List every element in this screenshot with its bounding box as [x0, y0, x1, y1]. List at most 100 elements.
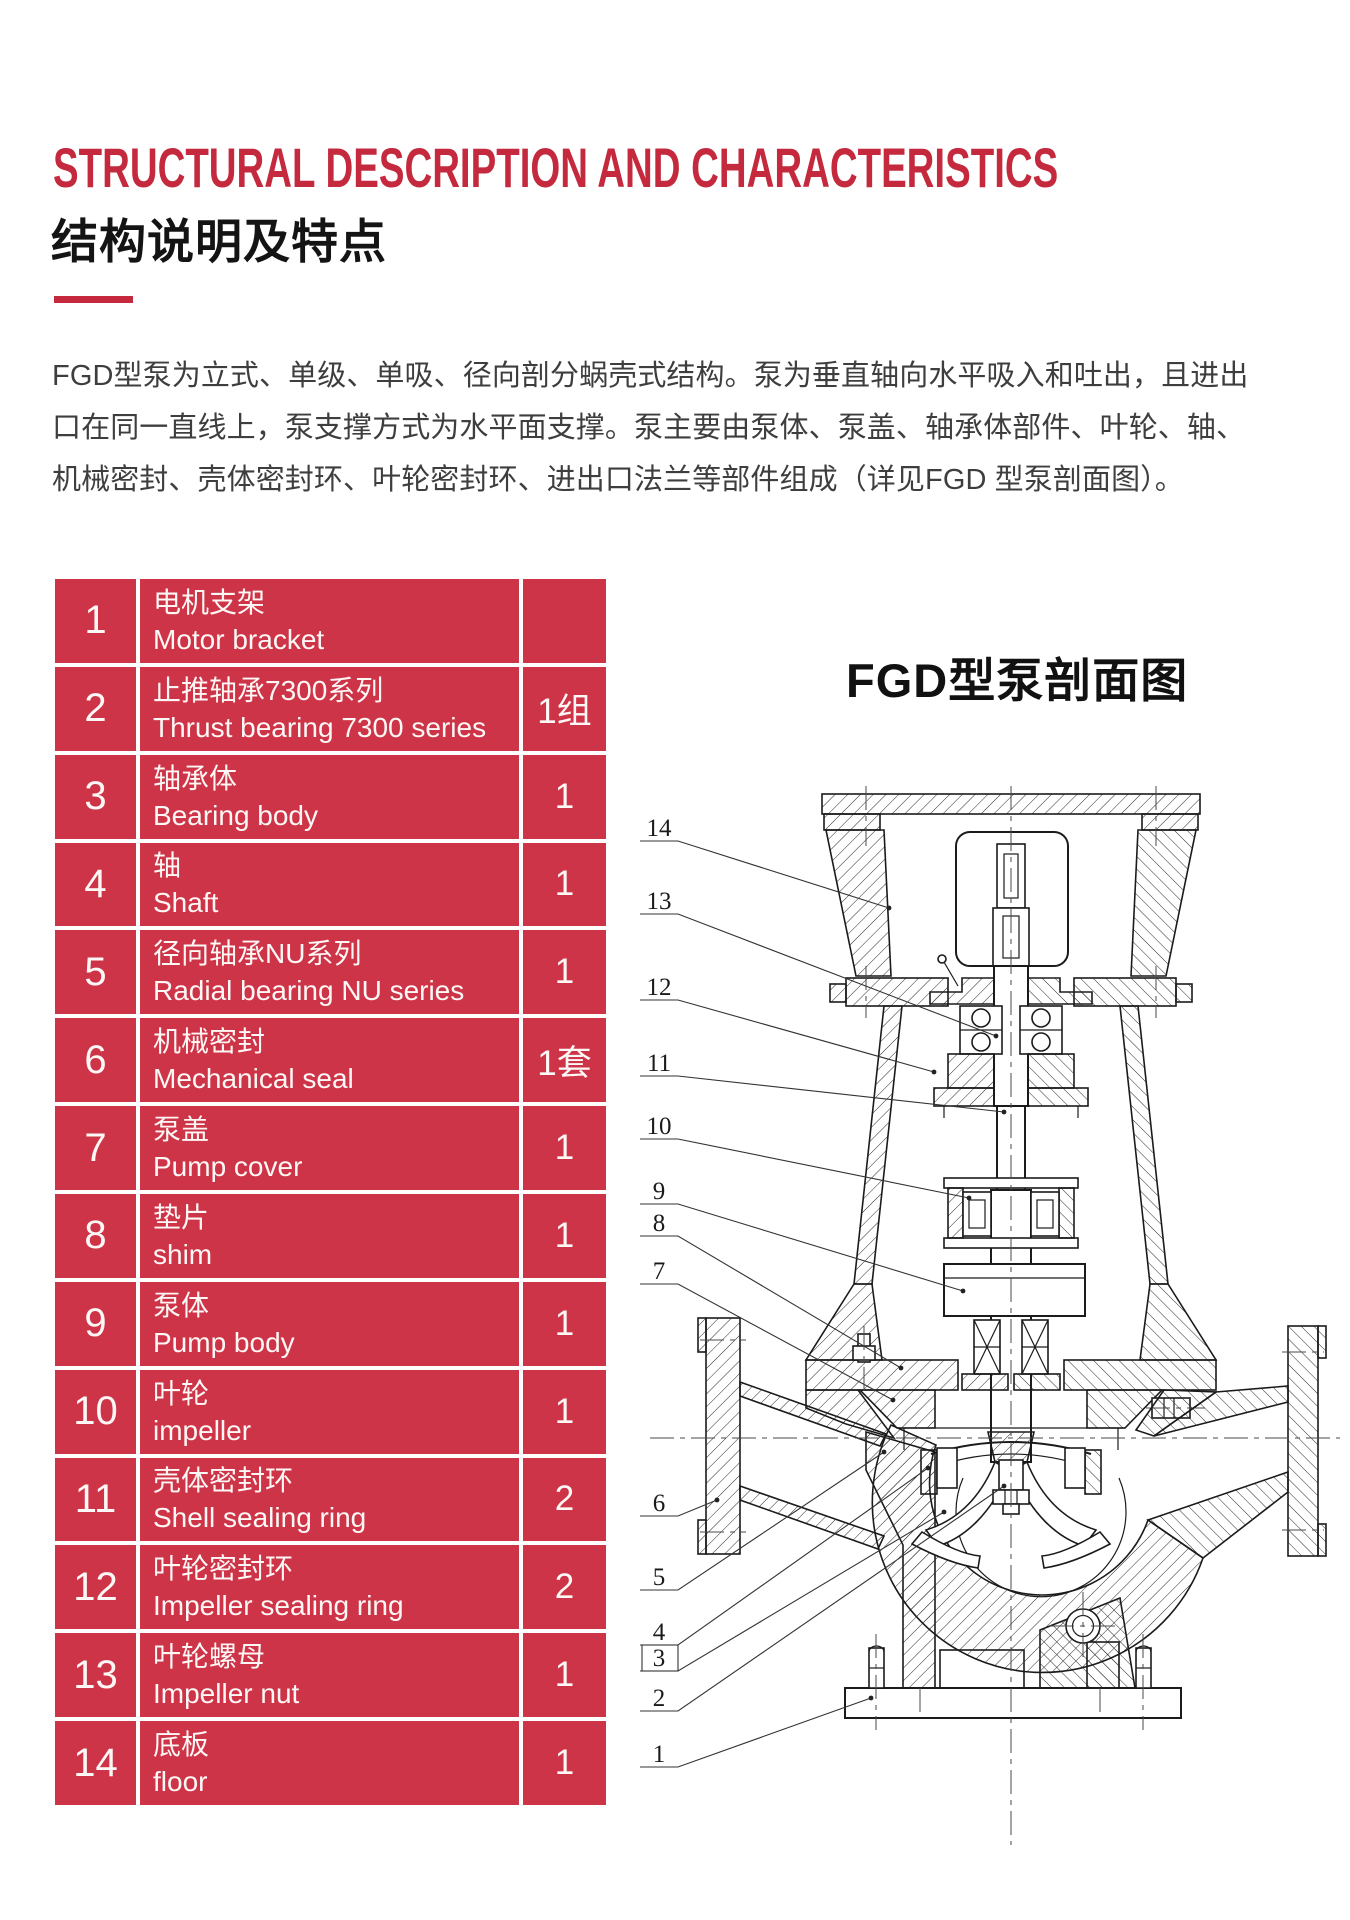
part-row-2-number: 2 — [55, 666, 136, 751]
part-name-zh: 径向轴承NU系列 — [153, 938, 362, 970]
radial-bearing-shape-59 — [1036, 1199, 1054, 1229]
part-name-zh: 轴 — [153, 850, 182, 882]
callout-number-4: 4 — [653, 1619, 666, 1646]
radial-bearing-shape-58 — [1030, 1191, 1060, 1237]
callout-dot-9 — [960, 1288, 966, 1294]
part-row-3-number: 3 — [55, 754, 136, 839]
callout-dot-7 — [890, 1397, 896, 1403]
part-name-en: floor — [153, 1766, 208, 1798]
part-name-en: Pump body — [153, 1326, 295, 1358]
motor-bracket-shape-14 — [1175, 983, 1193, 1003]
part-row-10-number: 10 — [55, 1369, 136, 1454]
intro-line-2: 口在同一直线上，泵支撑方式为水平面支撑。泵主要由泵体、泵盖、轴承体部件、叶轮、轴… — [52, 412, 1246, 444]
part-name-en: Impeller nut — [153, 1678, 300, 1710]
part-name-zh: 壳体密封环 — [153, 1465, 294, 1497]
callout-leader-11 — [640, 1075, 1005, 1113]
part-row-1-number: 1 — [55, 579, 136, 663]
part-row-10-qty: 1 — [523, 1369, 606, 1454]
pump-body-shape-112 — [1086, 1641, 1120, 1689]
intro-line-1: FGD型泵为立式、单级、单吸、径向剖分蜗壳式结构。泵为垂直轴向水平吸入和吐出，且… — [52, 360, 1249, 392]
callout-number-5: 5 — [653, 1564, 666, 1591]
part-row-2-qty: 1组 — [523, 666, 606, 751]
callout-box-3 — [641, 1644, 679, 1672]
part-row-12-qty: 2 — [523, 1545, 606, 1630]
pump-body-shape-105 — [697, 1519, 707, 1555]
bearing-bracket — [853, 1005, 1169, 1285]
thrust-bearing-unit-shape-41 — [933, 1087, 995, 1107]
part-row-4-qty: 1 — [523, 842, 606, 927]
part-row-3-qty: 1 — [523, 754, 606, 839]
part-name-zh: 机械密封 — [153, 1026, 266, 1058]
callout-leader-12 — [640, 999, 935, 1073]
part-row-13-qty: 1 — [523, 1633, 606, 1718]
part-row-14-qty: 1 — [523, 1721, 606, 1805]
part-name-en: Shaft — [153, 887, 219, 919]
thrust-bearing-unit-shape-35 — [971, 1008, 991, 1028]
pump-body-shape-110 — [805, 1389, 897, 1440]
callout-dot-14 — [886, 905, 892, 911]
page-title-zh: 结构说明及特点 — [51, 215, 387, 268]
part-row-9-number: 9 — [55, 1281, 136, 1366]
bearing-bracket-shape-47 — [1119, 1005, 1169, 1285]
radial-bearing-shape-57 — [968, 1199, 986, 1229]
part-name-en: Motor bracket — [153, 623, 325, 655]
callout-number-12: 12 — [647, 974, 672, 1001]
motor-bracket-shape-7 — [823, 813, 881, 831]
motor-bracket-shape-12 — [829, 983, 847, 1003]
callout-dot-8 — [898, 1365, 904, 1371]
part-name-en: Mechanical seal — [153, 1063, 354, 1095]
intro-paragraph: FGD型泵为立式、单级、单吸、径向剖分蜗壳式结构。泵为垂直轴向水平吸入和吐出，且… — [52, 350, 1292, 506]
part-name-zh: 泵体 — [153, 1289, 210, 1321]
part-row-6-qty: 1套 — [523, 1018, 606, 1103]
part-name-en: Thrust bearing 7300 series — [153, 711, 487, 743]
part-row-4-name: 轴 Shaft — [140, 842, 519, 927]
part-row-8-qty: 1 — [523, 1193, 606, 1278]
callout-number-14: 14 — [647, 815, 673, 842]
part-name-zh: 垫片 — [153, 1201, 210, 1233]
part-row-6-name: 机械密封 Mechanical seal — [140, 1018, 519, 1103]
thrust-bearing-unit-shape-27 — [929, 977, 995, 1005]
part-row-14-name: 底板 floor — [140, 1721, 519, 1805]
part-row-5-number: 5 — [55, 930, 136, 1015]
callout-number-8: 8 — [653, 1210, 666, 1237]
thrust-bearing-unit-shape-36 — [971, 1032, 991, 1052]
part-row-5-qty: 1 — [523, 930, 606, 1015]
pump-body-shape-97 — [1134, 1389, 1219, 1437]
part-name-en: Radial bearing NU series — [153, 975, 465, 1007]
part-name-zh: 叶轮密封环 — [153, 1553, 294, 1585]
part-name-zh: 叶轮 — [153, 1377, 210, 1409]
callout-number-3: 3 — [653, 1645, 666, 1672]
pump-body-shape-98 — [1287, 1325, 1319, 1557]
callout-number-13: 13 — [647, 888, 672, 915]
pump-body-shape-109 — [739, 1484, 886, 1550]
part-row-7-qty: 1 — [523, 1106, 606, 1190]
callout-dot-1 — [868, 1695, 874, 1701]
part-row-7-number: 7 — [55, 1106, 136, 1190]
pump-body-shape-104 — [697, 1317, 707, 1353]
part-row-6-number: 6 — [55, 1018, 136, 1103]
thrust-bearing-unit-shape-42 — [1027, 1087, 1089, 1107]
mechanical-seal-shape-61 — [943, 1263, 1086, 1317]
thrust-bearing-unit-shape-39 — [947, 1053, 995, 1089]
part-row-8-number: 8 — [55, 1193, 136, 1278]
part-name-zh: 底板 — [153, 1729, 210, 1761]
pump-body-shape-103 — [705, 1317, 741, 1555]
part-row-13-number: 13 — [55, 1633, 136, 1718]
thrust-bearing-unit-shape-40 — [1027, 1053, 1075, 1089]
part-name-en: Pump cover — [153, 1151, 303, 1183]
mechanical-seal-shape-72 — [1013, 1373, 1061, 1391]
callout-leader-7 — [640, 1283, 894, 1401]
part-row-11-qty: 2 — [523, 1457, 606, 1542]
part-name-zh: 轴承体 — [153, 762, 238, 794]
pump-body-shape-100 — [1317, 1523, 1327, 1557]
part-name-zh: 泵盖 — [153, 1114, 210, 1146]
motor-bracket-shape-8 — [1141, 813, 1199, 831]
impeller-shape-127 — [910, 1530, 981, 1569]
part-row-1-qty — [523, 579, 606, 663]
